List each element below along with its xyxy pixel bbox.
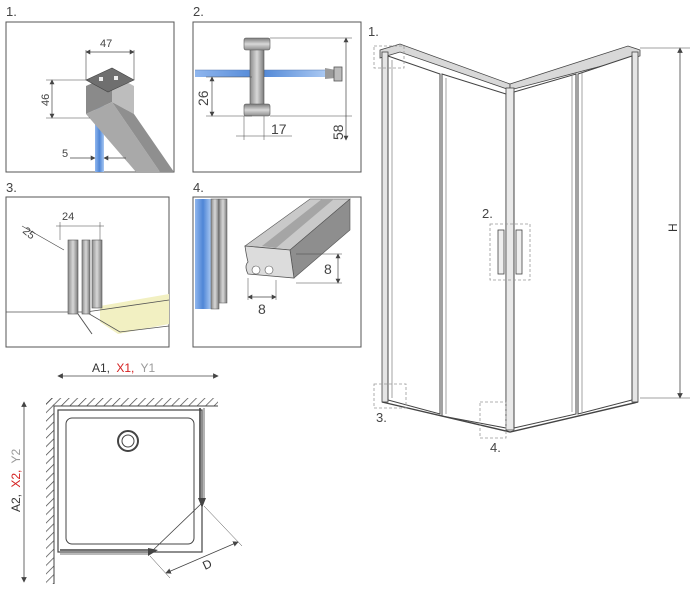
left-fixed-panel [387, 55, 441, 415]
height-label: H [666, 223, 680, 232]
door-handle-right [515, 229, 523, 275]
callout-box-3 [373, 383, 407, 409]
dim-5: 5 [62, 148, 68, 160]
diagonal-dimension-line [165, 541, 239, 574]
dim-8-height: 8 [324, 261, 332, 277]
callout-box-4 [479, 401, 507, 439]
detail-1-number: 1. [6, 4, 17, 19]
wall-top-hatch [46, 398, 218, 406]
handle-bar [249, 43, 265, 115]
left-wall-profile [381, 51, 389, 403]
handle-bottom-cap [243, 103, 271, 117]
door-handle-left [497, 229, 505, 275]
elevation-view: 1. 2. 3. 4. H [368, 24, 690, 455]
dim-26: 26 [195, 90, 211, 106]
detail-1: 1. 47 46 5 [5, 4, 175, 173]
dim-46: 46 [40, 94, 52, 106]
corner-post [505, 87, 515, 431]
detail-2: 2. 26 17 58 [192, 4, 362, 173]
shower-tray-surface [100, 294, 169, 334]
detail-4: 4. 8 8 [192, 180, 362, 348]
dim-58: 58 [330, 124, 346, 140]
callout-3-label: 3. [376, 410, 387, 425]
right-fixed-panel [577, 55, 633, 415]
profile-left [67, 239, 79, 315]
callout-box-1 [373, 45, 405, 69]
profile-right [91, 239, 103, 309]
dim-24: 24 [62, 211, 74, 223]
dim-17: 17 [271, 121, 287, 137]
rail-end-clip [333, 66, 343, 82]
diagonal-label: D [200, 556, 214, 572]
glass-panel [195, 199, 211, 309]
depth-label: A2, X2, Y2 [9, 448, 23, 512]
detail-2-number: 2. [193, 4, 204, 19]
right-sliding-door [513, 73, 577, 429]
width-label: A1, X1, Y1 [92, 361, 156, 375]
detail-2-frame [192, 21, 362, 173]
callout-1-label: 1. [368, 24, 379, 39]
detail-3-number: 3. [6, 180, 17, 195]
callout-2-label: 2. [482, 206, 493, 221]
detail-3: 3. 24 25 [5, 180, 170, 348]
left-sliding-door [441, 73, 507, 429]
dim-47: 47 [100, 38, 112, 50]
corner-entry-line [149, 502, 203, 554]
shower-tray-basin [65, 417, 195, 545]
plan-view: A1, X1, Y1 A2, X2, Y2 D [9, 361, 243, 584]
profile-middle [81, 239, 91, 315]
callout-4-label: 4. [490, 440, 501, 455]
right-wall-profile [631, 51, 639, 403]
callout-box-2 [489, 223, 531, 281]
wall-left-hatch [46, 398, 54, 584]
handle-top-cap [243, 37, 271, 51]
dim-8-width: 8 [258, 301, 266, 317]
bottom-edge [381, 401, 639, 433]
detail-4-number: 4. [193, 180, 204, 195]
